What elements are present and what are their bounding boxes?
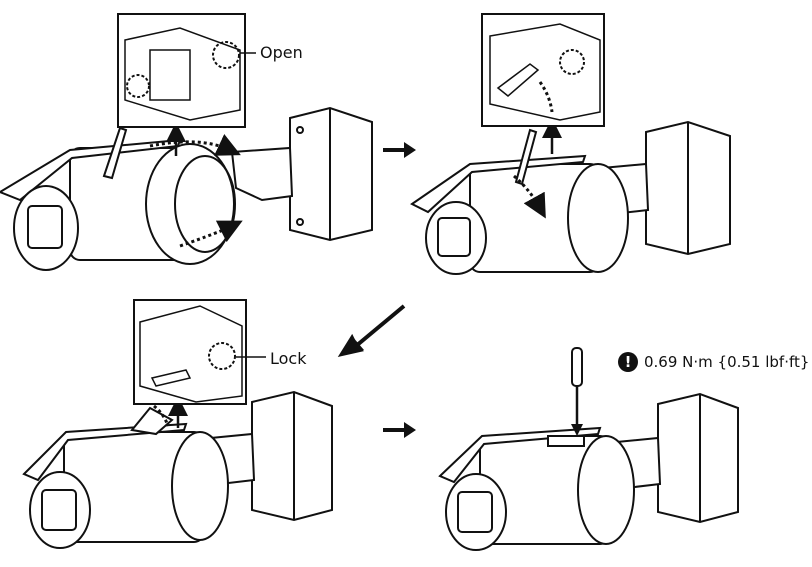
step-1-camera bbox=[0, 106, 373, 271]
inset-step2 bbox=[481, 13, 605, 127]
step-arrow-diagonal-head bbox=[342, 336, 364, 354]
step-4-camera bbox=[438, 392, 739, 551]
rotate-arrow-bottom bbox=[179, 220, 243, 248]
inset-lock bbox=[133, 299, 266, 405]
screwdriver-icon bbox=[571, 347, 583, 436]
torque-value: 0.69 N·m {0.51 lbf·ft} bbox=[644, 353, 810, 371]
rotate-arrow-step2 bbox=[513, 174, 546, 219]
step-3-camera bbox=[22, 390, 333, 549]
inset-open bbox=[117, 13, 256, 128]
rotate-arrow-step3 bbox=[153, 404, 170, 427]
step-arrow-right-2 bbox=[383, 422, 416, 438]
warning-icon: ! bbox=[618, 352, 638, 372]
step-2-camera bbox=[410, 120, 731, 275]
rotate-arrow-top bbox=[149, 134, 241, 156]
torque-spec: ! 0.69 N·m {0.51 lbf·ft} bbox=[618, 352, 809, 372]
label-lock: Lock bbox=[270, 349, 307, 368]
label-open: Open bbox=[260, 43, 303, 62]
step-arrow-right-1 bbox=[383, 142, 416, 158]
